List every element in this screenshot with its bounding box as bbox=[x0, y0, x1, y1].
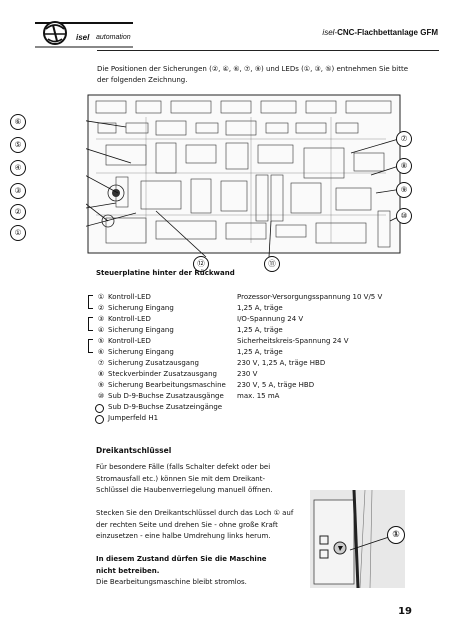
legend-bracket bbox=[88, 317, 93, 331]
board-caption: Steuerplatine hinter der Rückwand bbox=[96, 269, 235, 277]
callout-6: ⑥ bbox=[10, 114, 26, 130]
warning-text: In diesem Zustand dürfen Sie die Maschin… bbox=[96, 555, 267, 575]
keyhole-photo bbox=[310, 489, 405, 589]
callout-8: ⑧ bbox=[396, 158, 412, 174]
header-title-main: CNC-Flachbettanlage GFM bbox=[337, 28, 438, 37]
open-circle-icon bbox=[95, 404, 104, 413]
brand-sub: automation bbox=[96, 34, 131, 41]
paragraph-2: Stecken Sie den Dreikantschlüssel durch … bbox=[96, 509, 294, 540]
page-number: 19 bbox=[398, 606, 412, 617]
photo-callout-1: ① bbox=[387, 526, 405, 544]
callout-11: ⑪ bbox=[264, 256, 280, 272]
callout-4: ④ bbox=[10, 160, 26, 176]
callout-2: ② bbox=[10, 204, 26, 220]
callout-7: ⑦ bbox=[396, 131, 412, 147]
intro-text: Die Positionen der Sicherungen (②, ④, ⑥,… bbox=[97, 65, 409, 84]
isel-logo: isel automation bbox=[33, 19, 138, 51]
paragraph-3: In diesem Zustand dürfen Sie die Maschin… bbox=[96, 554, 276, 589]
callout-12: ⑫ bbox=[193, 256, 209, 272]
callout-10: ⑩ bbox=[396, 208, 412, 224]
header-title: isel-CNC-Flachbettanlage GFM bbox=[322, 28, 438, 37]
callout-9: ⑨ bbox=[396, 182, 412, 198]
paragraph-1: Für besondere Fälle (falls Schalter defe… bbox=[96, 463, 273, 494]
header-title-prefix: isel- bbox=[322, 28, 338, 37]
callout-1: ① bbox=[10, 225, 26, 241]
callout-5: ⑤ bbox=[10, 137, 26, 153]
section-heading: Dreikantschlüssel bbox=[96, 446, 172, 455]
header-rule bbox=[97, 50, 439, 51]
circuit-board-drawing bbox=[67, 93, 403, 258]
legend-bracket bbox=[88, 295, 93, 309]
brand-name: isel bbox=[76, 33, 90, 42]
legend-bracket bbox=[88, 339, 93, 353]
paragraph-3-rest: Die Bearbeitungsmaschine bleibt stromlos… bbox=[96, 578, 247, 586]
callout-3: ③ bbox=[10, 183, 26, 199]
open-circle-icon bbox=[95, 415, 104, 424]
